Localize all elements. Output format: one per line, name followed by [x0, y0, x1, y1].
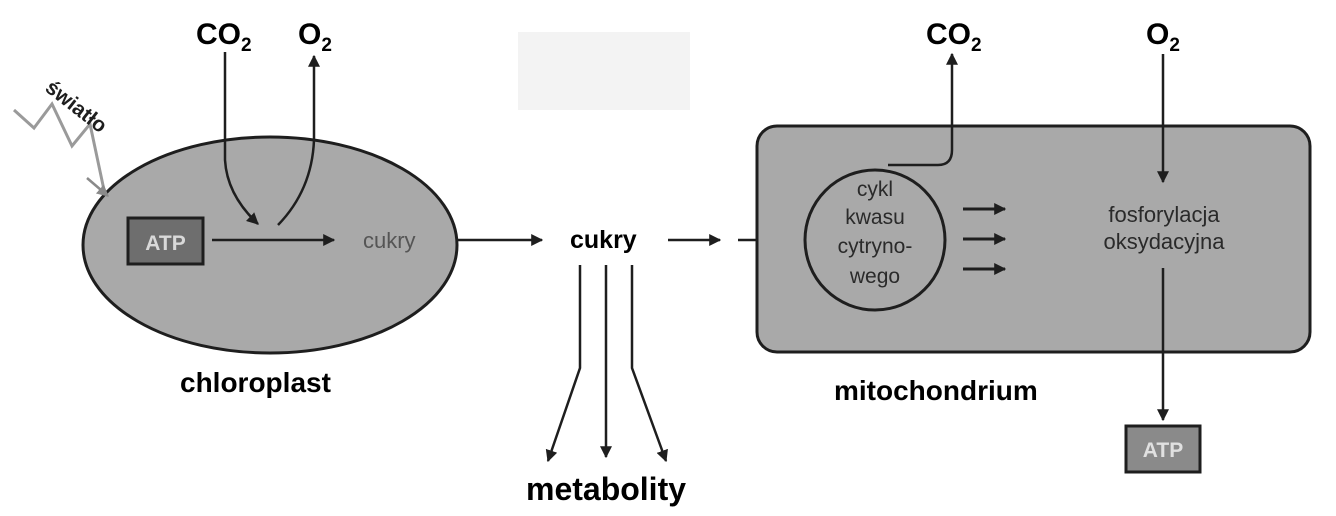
mito-atp-label: ATP — [1143, 439, 1183, 462]
chloroplast-body — [81, 135, 459, 355]
chloroplast-o2-label: O2 — [298, 18, 332, 56]
mito-co2-out-arrow — [888, 52, 958, 167]
cycle-line-4: wego — [849, 265, 900, 288]
light-wave — [12, 101, 106, 191]
chloroplast-atp-box — [126, 216, 205, 266]
citric-acid-cycle — [803, 168, 947, 312]
mito-atp-box — [1124, 424, 1202, 474]
chloroplast-label: chloroplast — [180, 367, 331, 398]
oxphos-line-2: oksydacyjna — [1103, 229, 1225, 254]
cycle-line-2: kwasu — [845, 206, 905, 229]
co2-in-arrow — [223, 52, 259, 225]
cycle-line-3: cytryno- — [838, 235, 913, 258]
oxphos-line-1: fosforylacja — [1108, 202, 1220, 227]
chloroplast-atp-label: ATP — [145, 232, 185, 255]
center-sugar-label: cukry — [570, 226, 637, 254]
mito-co2-label: CO2 — [926, 18, 982, 56]
mitochondrion-label: mitochondrium — [834, 375, 1038, 406]
chloroplast-co2-label: CO2 — [196, 18, 252, 56]
mito-o2-label: O2 — [1146, 18, 1180, 56]
background-patch — [518, 32, 690, 110]
chloroplast-sugar-label: cukry — [363, 228, 416, 253]
metabolite-arrow-right — [630, 265, 668, 463]
cycle-line-1: cykl — [857, 178, 893, 201]
metabolites-label: metabolity — [526, 471, 686, 507]
o2-out-arrow — [277, 54, 320, 226]
metabolite-arrow-left — [545, 265, 582, 463]
light-arrow — [86, 177, 109, 197]
